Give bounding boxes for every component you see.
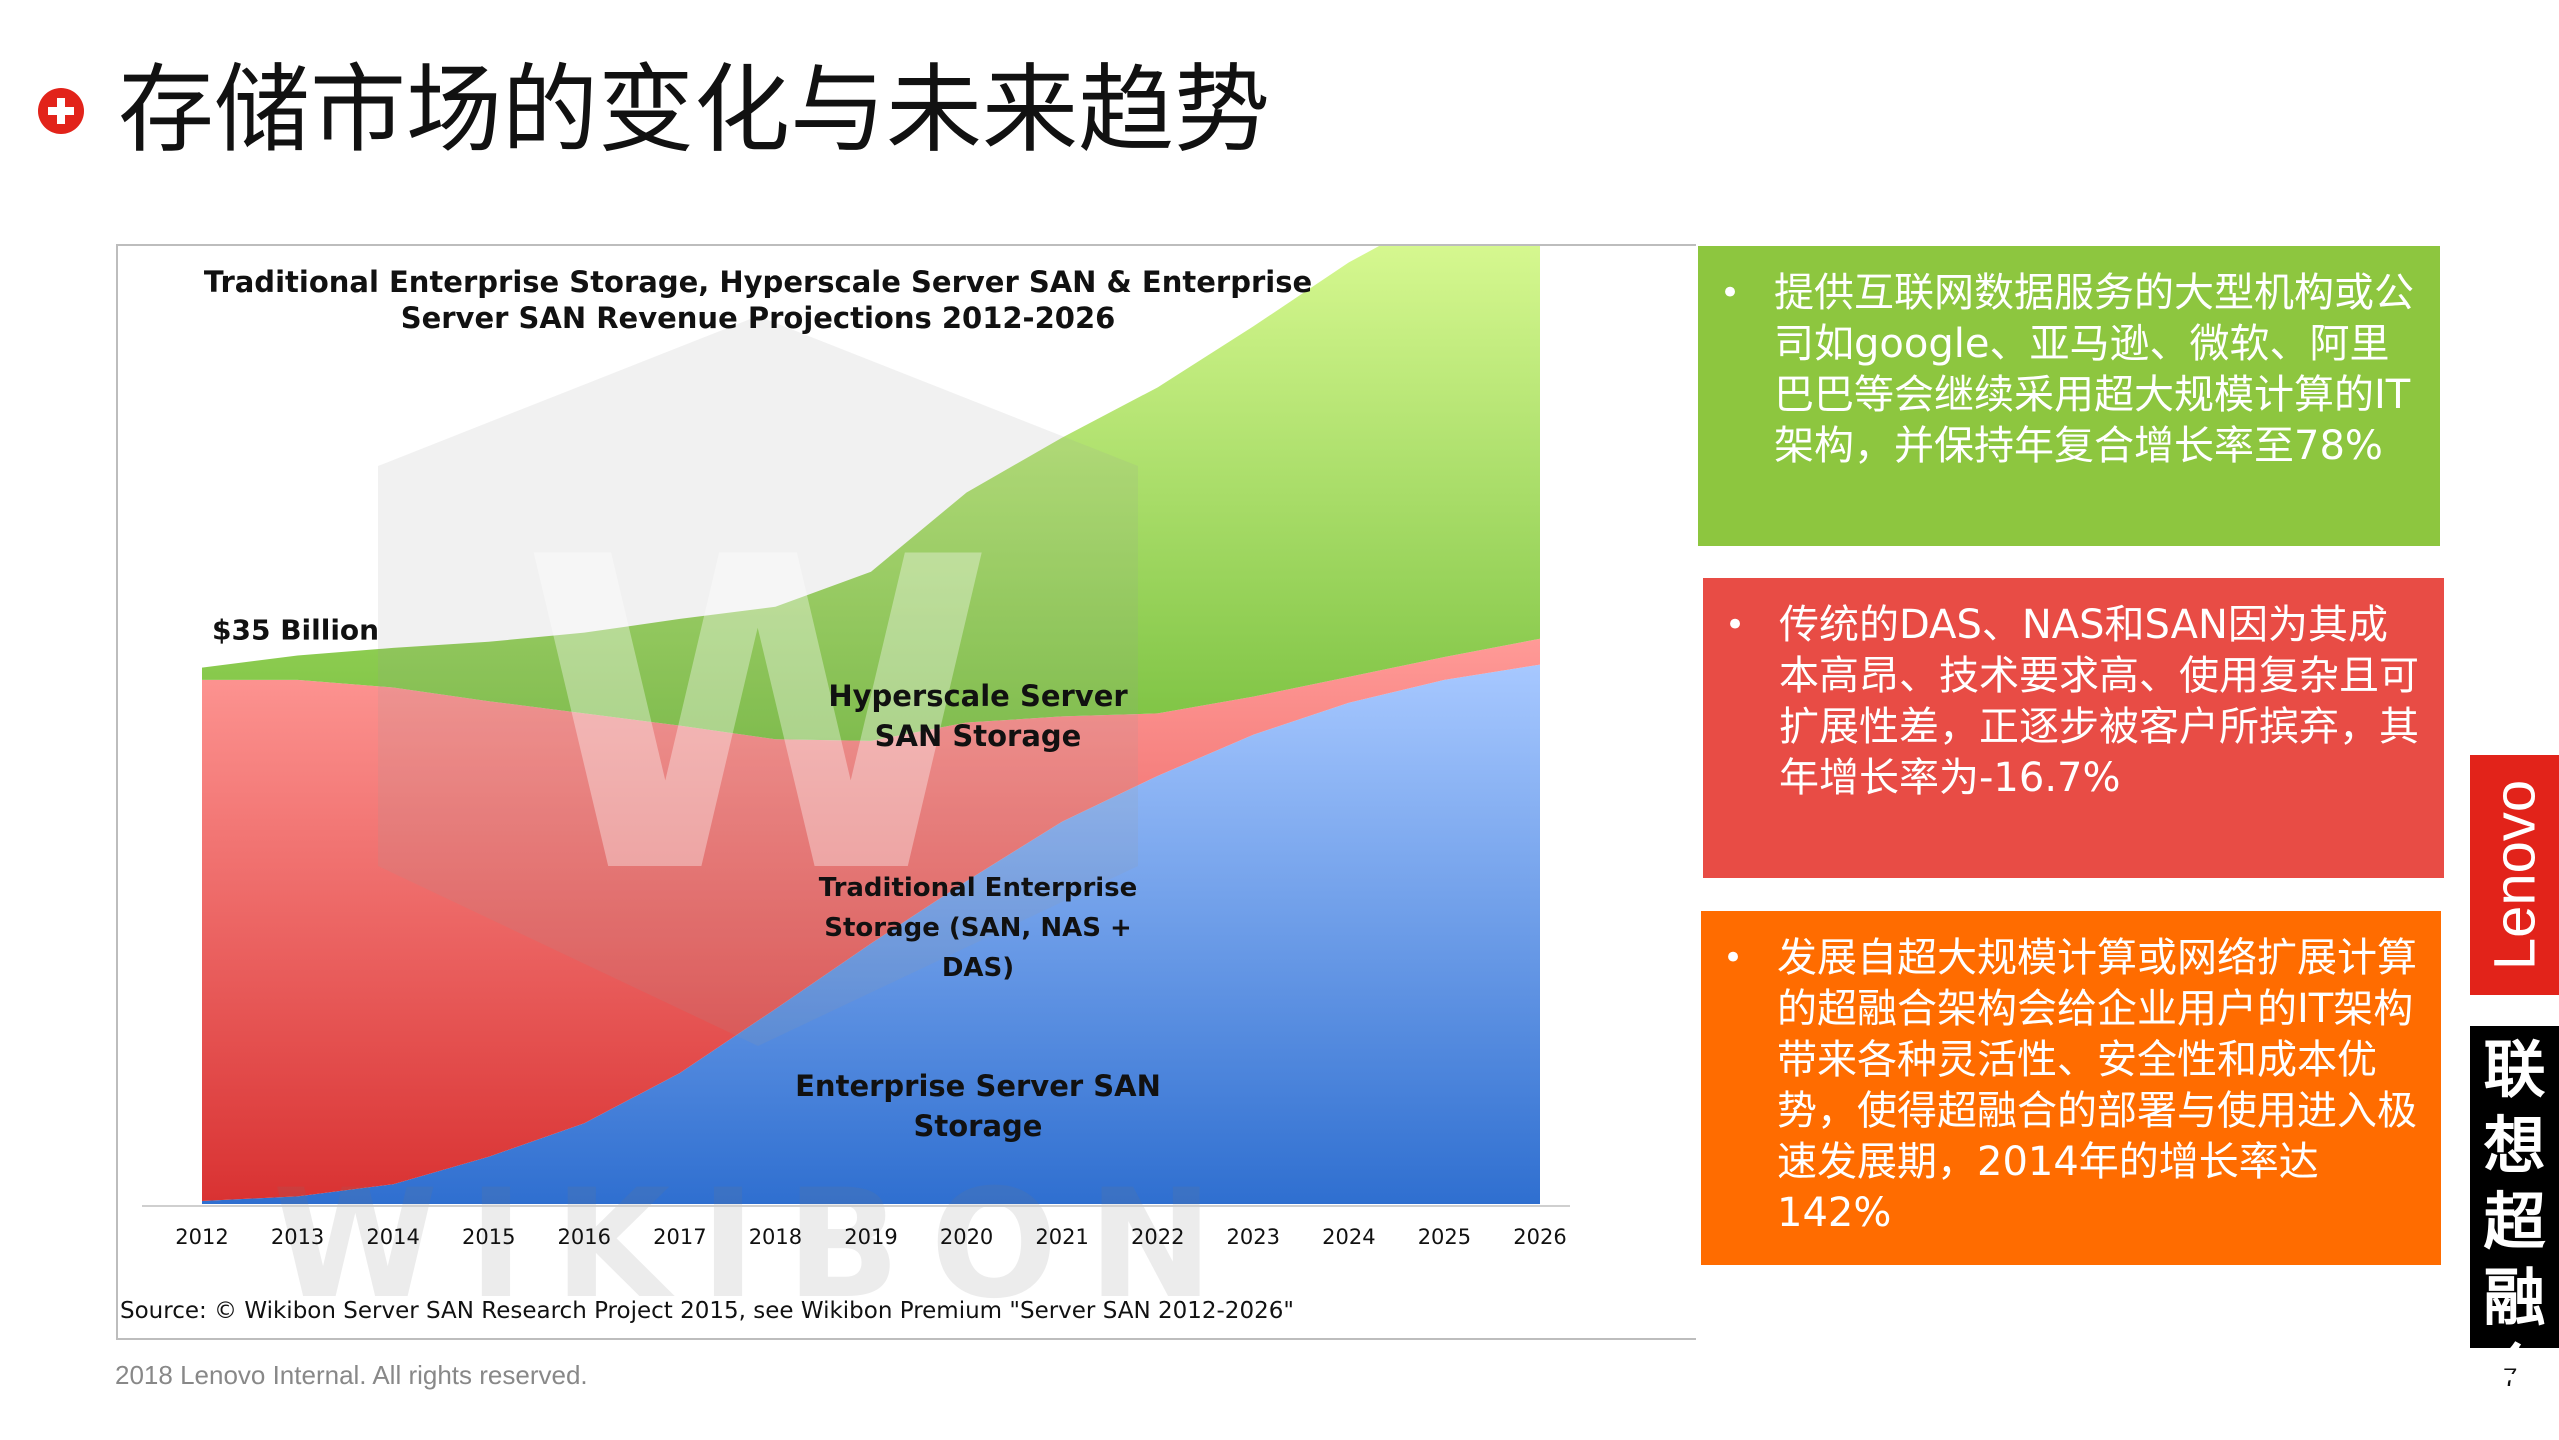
x-tick-label: 2026: [1513, 1225, 1566, 1249]
series-enterprise-server-san: [202, 664, 1540, 1204]
brand-tag: 联想超融合: [2470, 1026, 2559, 1410]
series-label-enterprise-server-san: Storage: [914, 1109, 1043, 1143]
series-label-traditional-storage: Storage (SAN, NAS +: [824, 913, 1132, 943]
chart-container: W WIKIBON Traditional Enterprise Storage…: [116, 244, 1696, 1340]
series-label-hyperscale-san: SAN Storage: [875, 719, 1082, 753]
x-tick-label: 2013: [271, 1225, 324, 1249]
callout-hyperscale: • 提供互联网数据服务的大型机构或公司如google、亚马逊、微软、阿里巴巴等会…: [1698, 246, 2440, 546]
x-tick-label: 2019: [844, 1225, 897, 1249]
series-label-hyperscale-san: Hyperscale Server: [828, 679, 1128, 713]
series-hyperscale-san: [202, 246, 1540, 741]
lenovo-logo-text: Lenovo: [2482, 779, 2547, 971]
watermark-text: WIKIBON: [273, 1158, 1244, 1332]
x-tick-label: 2021: [1035, 1225, 1088, 1249]
chart-title-line: Traditional Enterprise Storage, Hypersca…: [204, 265, 1312, 299]
bullet-icon: •: [1725, 605, 1746, 645]
footer-copyright: 2018 Lenovo Internal. All rights reserve…: [115, 1360, 588, 1390]
watermark-w: W: [521, 468, 995, 968]
page-number: 7: [2503, 1362, 2517, 1393]
total-annotation: $35 Billion: [212, 614, 379, 647]
x-tick-label: 2018: [749, 1225, 802, 1249]
source-note: Source: © Wikibon Server SAN Research Pr…: [120, 1298, 1294, 1324]
callout-text: 提供互联网数据服务的大型机构或公司如google、亚马逊、微软、阿里巴巴等会继续…: [1774, 270, 2414, 469]
series-label-traditional-storage: Traditional Enterprise: [819, 873, 1138, 903]
series-traditional-storage: [202, 638, 1540, 1201]
x-tick-label: 2022: [1131, 1225, 1184, 1249]
bullet-icon: •: [1720, 273, 1741, 313]
chart-title-line: Server SAN Revenue Projections 2012-2026: [401, 301, 1116, 335]
x-tick-label: 2024: [1322, 1225, 1375, 1249]
x-tick-label: 2012: [175, 1225, 228, 1249]
callout-text: 发展自超大规模计算或网络扩展计算的超融合架构会给企业用户的IT架构带来各种灵活性…: [1777, 935, 2417, 1236]
callout-text: 传统的DAS、NAS和SAN因为其成本高昂、技术要求高、使用复杂且可扩展性差，正…: [1779, 602, 2419, 801]
series-label-enterprise-server-san: Enterprise Server SAN: [795, 1069, 1161, 1103]
series-label-traditional-storage: DAS): [942, 953, 1014, 983]
bullet-icon: •: [1723, 938, 1744, 978]
x-tick-label: 2014: [366, 1225, 419, 1249]
x-tick-label: 2023: [1227, 1225, 1280, 1249]
x-tick-label: 2025: [1418, 1225, 1471, 1249]
x-tick-label: 2016: [558, 1225, 611, 1249]
callout-hyperconverged: • 发展自超大规模计算或网络扩展计算的超融合架构会给企业用户的IT架构带来各种灵…: [1701, 911, 2441, 1265]
watermark-hexagon: [378, 316, 1138, 1046]
page-title: 存储市场的变化与未来趋势: [118, 54, 1270, 166]
callout-traditional: • 传统的DAS、NAS和SAN因为其成本高昂、技术要求高、使用复杂且可扩展性差…: [1703, 578, 2444, 878]
lenovo-logo: Lenovo: [2470, 755, 2559, 995]
x-tick-label: 2017: [653, 1225, 706, 1249]
x-tick-label: 2015: [462, 1225, 515, 1249]
area-chart: W WIKIBON Traditional Enterprise Storage…: [142, 246, 1570, 1332]
plus-icon: [38, 88, 84, 134]
x-tick-label: 2020: [940, 1225, 993, 1249]
